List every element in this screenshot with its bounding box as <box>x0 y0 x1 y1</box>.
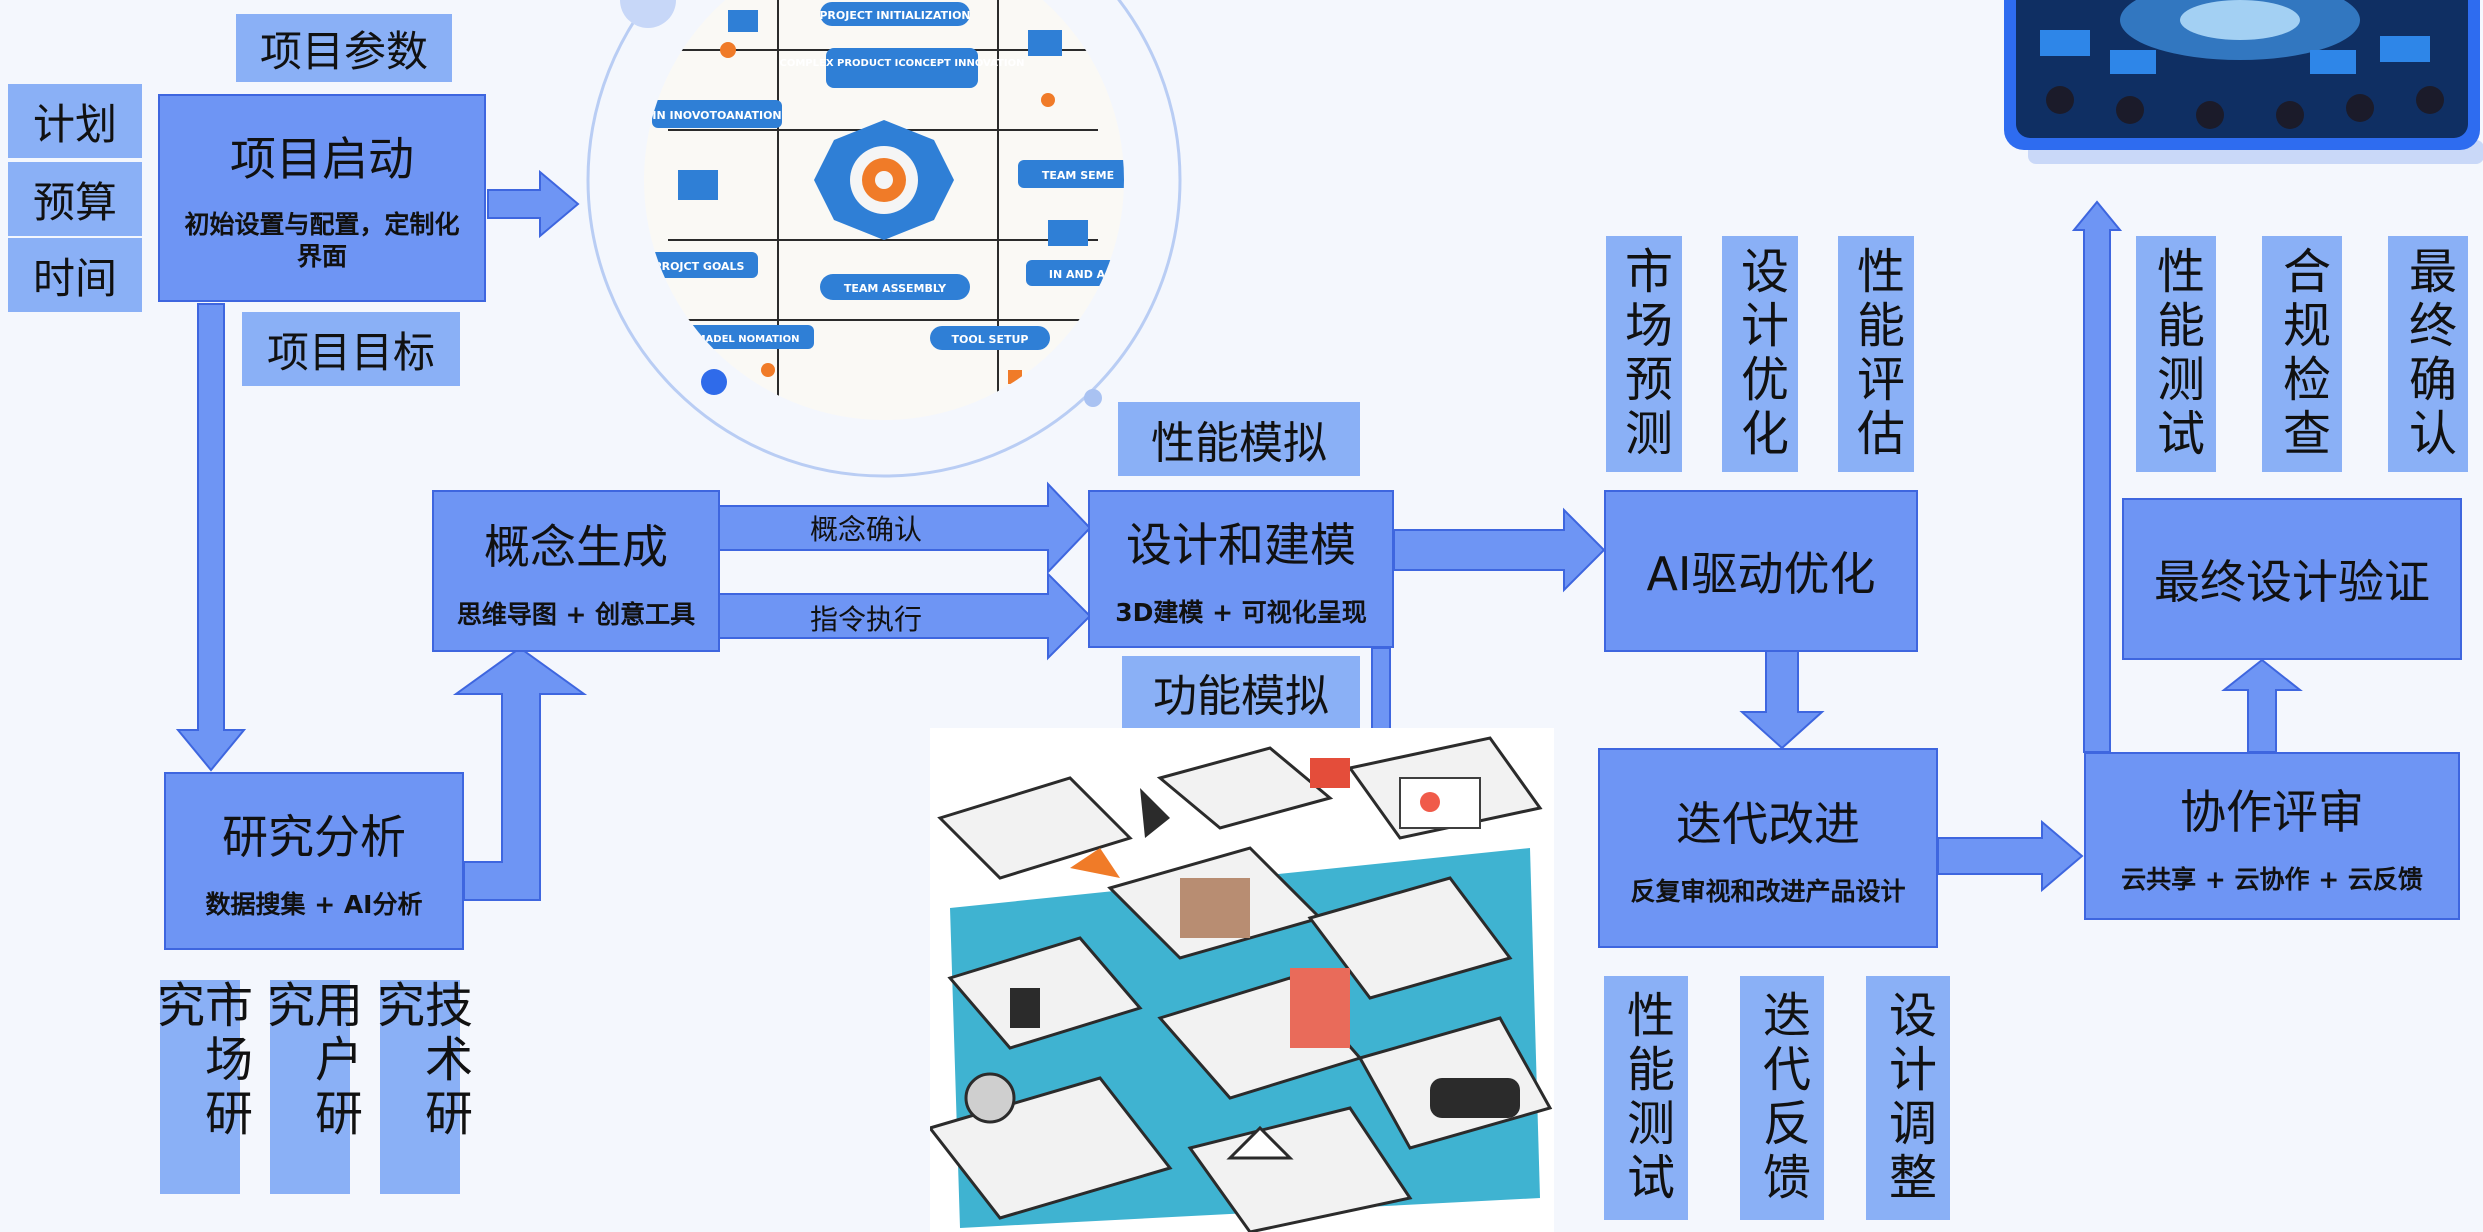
tag-performance-simulation: 性能模拟 <box>1118 402 1360 476</box>
node-title: 协作评审 <box>2180 785 2364 839</box>
arrow-ai-to-iterate <box>1739 649 1825 750</box>
illus-label: PROJCT GOALS <box>654 260 745 273</box>
tag-market-forecast: 市场预测 <box>1606 236 1682 472</box>
illus-label: INE DLMADEL NOMATION <box>659 334 800 345</box>
tag-time: 时间 <box>8 238 142 312</box>
node-iterative-improvement[interactable]: 迭代改进 反复审视和改进产品设计 <box>1598 748 1938 948</box>
arrow-design-to-ai <box>1393 507 1606 593</box>
illus-label: IN AND AS <box>1049 268 1113 281</box>
tag-performance-evaluation: 性能评估 <box>1838 236 1914 472</box>
node-research-analysis[interactable]: 研究分析 数据搜集 + AI分析 <box>164 772 464 950</box>
node-final-design-verification[interactable]: 最终设计验证 <box>2122 498 2462 660</box>
node-ai-optimization[interactable]: AI驱动优化 <box>1604 490 1918 652</box>
illus-label: TEAM SEME <box>1042 169 1114 182</box>
tag-performance-test-bottom: 性能测试 <box>1604 976 1688 1220</box>
tag-design-optimization: 设计优化 <box>1722 236 1798 472</box>
tag-market-research: 市场研究 <box>148 980 252 1194</box>
node-title: 概念生成 <box>484 520 668 574</box>
node-subtitle: 数据搜集 + AI分析 <box>205 890 423 919</box>
arrow-collab-to-top <box>2071 200 2123 753</box>
node-title: 设计和建模 <box>1126 518 1356 572</box>
node-subtitle: 反复审视和改进产品设计 <box>1630 877 1906 906</box>
node-subtitle: 思维导图 + 创意工具 <box>456 600 696 629</box>
project-init-illustration: PROJECT INITIALIZATION COMPLEX PRODUCT I… <box>578 0 1184 480</box>
tag-design-adjustment: 设计调整 <box>1866 976 1950 1220</box>
design-process-illustration <box>930 728 1554 1232</box>
tag-iteration-feedback: 迭代反馈 <box>1740 976 1824 1220</box>
illus-label: PROJECT INITIALIZATION <box>819 9 970 22</box>
node-concept-generation[interactable]: 概念生成 思维导图 + 创意工具 <box>432 490 720 652</box>
arrow-start-to-research <box>175 303 247 772</box>
arrow-concept-confirm <box>717 481 1092 575</box>
tag-performance-test-top: 性能测试 <box>2136 236 2216 472</box>
tag-project-params: 项目参数 <box>236 14 452 82</box>
arrow-start-to-illustration <box>487 169 580 239</box>
illus-label: TEAM ASSEMBLY <box>844 282 947 295</box>
node-subtitle: 3D建模 + 可视化呈现 <box>1115 598 1367 627</box>
tag-user-research: 用户研究 <box>258 980 362 1194</box>
tag-project-goal: 项目目标 <box>242 312 460 386</box>
node-design-modeling[interactable]: 设计和建模 3D建模 + 可视化呈现 <box>1088 490 1394 648</box>
node-project-start[interactable]: 项目启动 初始设置与配置，定制化界面 <box>158 94 486 302</box>
node-title: AI驱动优化 <box>1646 547 1876 601</box>
node-collaborative-review[interactable]: 协作评审 云共享 + 云协作 + 云反馈 <box>2084 752 2460 920</box>
illus-label: TOOL SETUP <box>952 333 1029 346</box>
tag-plan: 计划 <box>8 84 142 158</box>
illus-label: IN INOVOTOANATION <box>652 109 781 122</box>
tag-tech-research: 技术研究 <box>368 980 472 1194</box>
arrow-research-to-concept <box>452 646 588 901</box>
arrow-collab-to-final <box>2221 658 2303 753</box>
node-subtitle: 初始设置与配置，定制化界面 <box>184 209 460 272</box>
arrow-command-exec <box>717 571 1092 661</box>
node-subtitle: 云共享 + 云协作 + 云反馈 <box>2121 865 2423 894</box>
illus-label: COMPLEX PRODUCT ICONCEPT INNOVATION <box>780 58 1025 69</box>
node-title: 项目启动 <box>230 131 414 186</box>
label-concept-confirm: 概念确认 <box>810 513 923 546</box>
arrow-iterate-to-collab <box>1937 819 2084 893</box>
node-title: 研究分析 <box>222 810 406 864</box>
node-title: 最终设计验证 <box>2154 555 2430 609</box>
tag-budget: 预算 <box>8 162 142 236</box>
tag-final-confirmation: 最终确认 <box>2388 236 2468 472</box>
node-title: 迭代改进 <box>1676 797 1860 851</box>
tag-function-simulation: 功能模拟 <box>1122 656 1360 728</box>
tag-compliance-check: 合规检查 <box>2262 236 2342 472</box>
collaboration-room-image <box>2000 0 2483 185</box>
label-command-exec: 指令执行 <box>810 603 923 636</box>
